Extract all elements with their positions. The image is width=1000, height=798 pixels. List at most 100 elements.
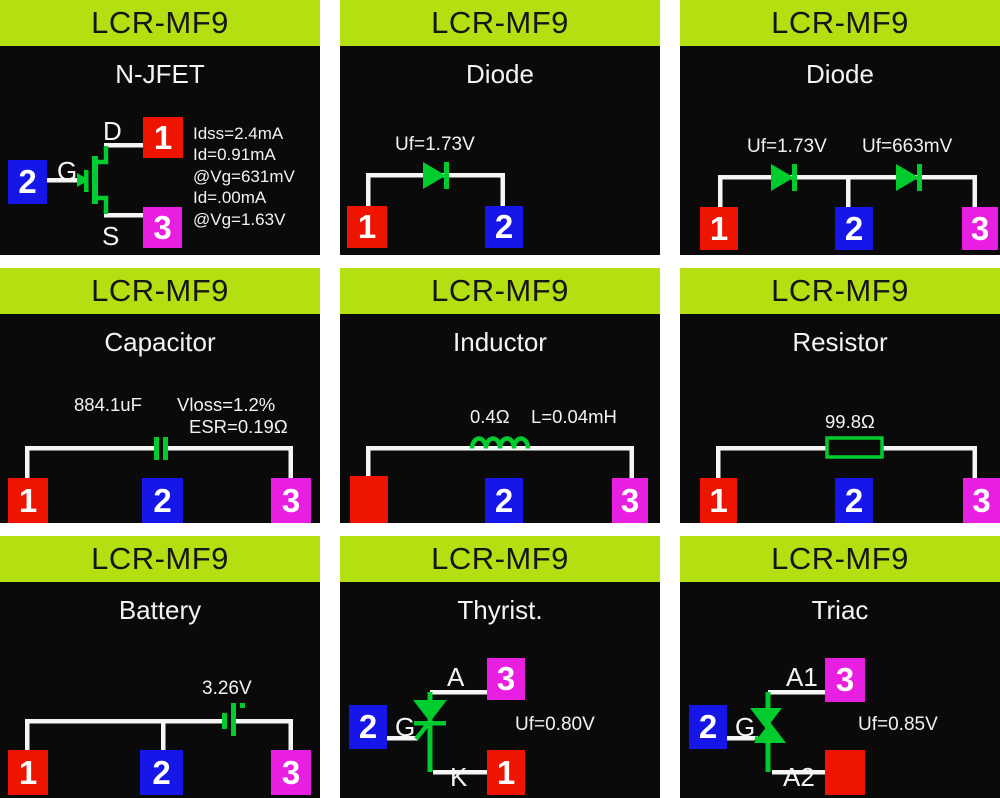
pin-label-gate: G — [395, 712, 416, 742]
diode-circuit — [366, 162, 505, 208]
terminal-1: 1 — [143, 117, 183, 158]
measurement-values: Idss=2.4mA Id=0.91mA @Vg=631mV Id=.00mA … — [193, 124, 295, 229]
pin-label-anode: A — [447, 662, 465, 692]
voltage-value: 3.26V — [202, 678, 252, 699]
component-name: N-JFET — [115, 59, 205, 89]
panel-inductor: LCR-MF9 Inductor 0.4Ω L=0.04mH 2 3 — [340, 268, 660, 523]
capacitance-value: 884.1uF — [74, 394, 142, 415]
dc-resistance-value: 0.4Ω — [470, 406, 510, 427]
panel-screen: Inductor 0.4Ω L=0.04mH 2 3 — [340, 314, 660, 523]
panel-screen: N-JFET D G S 1 2 3 — [0, 46, 320, 255]
capacitor-circuit — [25, 437, 293, 480]
dual-diode-circuit — [718, 164, 977, 209]
diode-icon — [423, 162, 449, 189]
jfet-symbol — [47, 143, 145, 218]
component-name: Battery — [118, 595, 202, 625]
uf-value-2: Uf=663mV — [862, 136, 953, 157]
inductor-circuit — [366, 436, 634, 478]
panel-header: LCR-MF9 — [340, 268, 660, 314]
thyristor-circuit — [387, 690, 487, 775]
pin-label-a2: A2 — [783, 762, 815, 792]
terminal-1: 1 — [700, 478, 737, 523]
resistor-circuit — [716, 436, 977, 480]
panel-diode-single: LCR-MF9 Diode Uf=1.73V 1 2 — [340, 0, 660, 255]
pin-label-a1: A1 — [786, 662, 818, 692]
terminal-3: 3 — [612, 478, 648, 523]
device-model: LCR-MF9 — [431, 541, 569, 576]
terminal-unlabeled — [825, 750, 865, 795]
terminal-1: 1 — [8, 750, 48, 795]
device-model: LCR-MF9 — [91, 5, 229, 40]
terminal-2: 2 — [349, 705, 387, 749]
panel-header: LCR-MF9 — [680, 268, 1000, 314]
uf-value: Uf=1.73V — [395, 134, 475, 155]
terminal-3: 3 — [143, 207, 182, 248]
panel-screen: Resistor 99.8Ω 1 2 3 — [680, 314, 1000, 523]
device-model: LCR-MF9 — [431, 273, 569, 308]
panel-screen: Triac A1 G A2 Uf=0.85V 3 2 — [680, 582, 1000, 798]
device-model: LCR-MF9 — [431, 5, 569, 40]
panel-resistor: LCR-MF9 Resistor 99.8Ω 1 2 3 — [680, 268, 1000, 523]
pin-label-cathode: K — [450, 762, 468, 792]
panel-njfet: LCR-MF9 N-JFET D G S 1 — [0, 0, 320, 255]
component-name: Triac — [811, 595, 869, 625]
uf-value: Uf=0.80V — [515, 714, 595, 735]
device-model: LCR-MF9 — [771, 273, 909, 308]
component-name: Diode — [466, 59, 534, 89]
device-model: LCR-MF9 — [771, 5, 909, 40]
panel-header: LCR-MF9 — [0, 0, 320, 46]
terminal-1: 1 — [700, 207, 738, 250]
uf-value-1: Uf=1.73V — [747, 136, 827, 157]
battery-circuit — [25, 703, 293, 752]
component-name: Thyrist. — [457, 595, 543, 625]
panel-header: LCR-MF9 — [0, 268, 320, 314]
device-model: LCR-MF9 — [771, 541, 909, 576]
panel-screen: Diode Uf=1.73V 1 2 — [340, 46, 660, 255]
inductor-icon — [469, 436, 531, 449]
pin-label-gate: G — [735, 712, 756, 742]
terminal-1: 1 — [347, 206, 387, 248]
jfet-icon — [77, 146, 109, 214]
panel-header: LCR-MF9 — [680, 0, 1000, 46]
vloss-value: Vloss=1.2% — [177, 394, 276, 415]
esr-value: ESR=0.19Ω — [189, 416, 288, 437]
terminal-3: 3 — [962, 207, 998, 250]
pin-label-source: S — [102, 221, 120, 251]
component-name: Diode — [806, 59, 874, 89]
triac-circuit — [727, 690, 825, 775]
terminal-3: 3 — [271, 478, 311, 523]
panel-screen: Diode Uf=1.73V Uf=663mV 1 2 — [680, 46, 1000, 255]
terminal-unlabeled — [350, 476, 388, 523]
triac-icon — [750, 692, 786, 772]
diode-icon — [896, 164, 922, 191]
panel-header: LCR-MF9 — [340, 536, 660, 582]
panel-header: LCR-MF9 — [340, 0, 660, 46]
terminal-1: 1 — [487, 750, 525, 795]
terminal-2: 2 — [142, 478, 183, 523]
component-name: Inductor — [453, 327, 547, 357]
capacitor-icon — [154, 437, 168, 460]
terminal-2: 2 — [835, 207, 873, 250]
panel-capacitor: LCR-MF9 Capacitor 884.1uF Vloss=1.2% ESR… — [0, 268, 320, 523]
panel-screen: Battery 3.26V 1 2 3 — [0, 582, 320, 798]
terminal-3: 3 — [271, 750, 311, 795]
terminal-2: 2 — [689, 705, 727, 749]
panel-thyristor: LCR-MF9 Thyrist. A G K Uf=0.80V 3 — [340, 536, 660, 798]
terminal-2: 2 — [835, 478, 873, 523]
panel-header: LCR-MF9 — [680, 536, 1000, 582]
thyristor-icon — [413, 692, 447, 772]
device-model: LCR-MF9 — [91, 273, 229, 308]
component-name: Resistor — [792, 327, 888, 357]
panel-screen: Capacitor 884.1uF Vloss=1.2% ESR=0.19Ω 1… — [0, 314, 320, 523]
terminal-2: 2 — [485, 478, 523, 523]
terminal-3: 3 — [487, 658, 525, 700]
panel-diode-dual: LCR-MF9 Diode Uf=1.73V Uf=663mV — [680, 0, 1000, 255]
terminal-2: 2 — [485, 206, 523, 248]
panel-battery: LCR-MF9 Battery 3.26V 1 2 — [0, 536, 320, 798]
terminal-3: 3 — [963, 478, 1000, 523]
uf-value: Uf=0.85V — [858, 714, 938, 735]
diode-icon — [771, 164, 797, 191]
panel-triac: LCR-MF9 Triac A1 G A2 Uf=0.85V 3 — [680, 536, 1000, 798]
terminal-1: 1 — [8, 478, 48, 523]
pin-label-gate: G — [57, 156, 78, 186]
